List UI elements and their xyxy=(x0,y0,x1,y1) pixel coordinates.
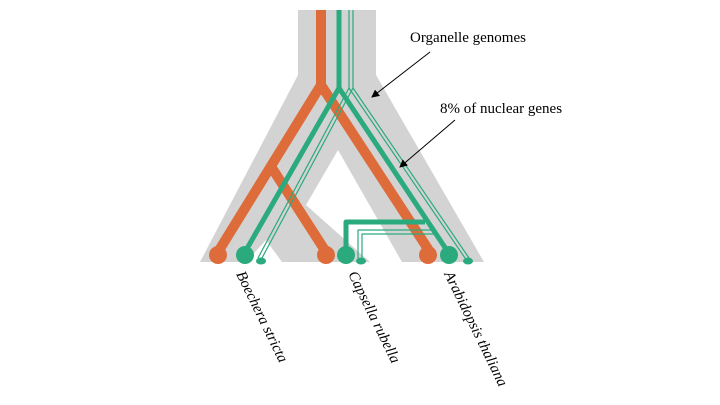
taxon-label-boechera: Boechera stricta xyxy=(232,269,290,366)
minority-line-b-inner xyxy=(352,87,470,259)
nuclear-genes-label: 8% of nuclear genes xyxy=(440,101,562,117)
nuclear-minority-lineage xyxy=(256,10,473,265)
organelle-lineage-right xyxy=(336,86,451,254)
annotation-arrows xyxy=(371,51,456,168)
minority-tip-capsella xyxy=(356,257,366,265)
organelle-tip-boechera xyxy=(236,246,254,264)
arrow-nuclear xyxy=(399,119,456,168)
nuclear-tip-arabidopsis xyxy=(419,246,437,264)
nuclear-lineage-middle xyxy=(267,165,331,255)
organelle-introgression xyxy=(343,219,425,252)
nuclear-tip-boechera xyxy=(209,246,227,264)
nuclear-tip-capsella xyxy=(317,246,335,264)
minority-introgression-inner xyxy=(361,233,438,258)
taxon-label-arabidopsis: Arabidopsis thaliana xyxy=(440,268,510,389)
organelle-tip-capsella xyxy=(337,246,355,264)
minority-tip-boechera xyxy=(256,257,266,265)
organelle-genomes-label: Organelle genomes xyxy=(410,30,526,46)
arrow-organelle xyxy=(371,51,431,98)
organelle-tip-arabidopsis xyxy=(440,246,458,264)
minority-tip-arabidopsis xyxy=(463,257,473,265)
taxon-label-capsella: Capsella rubella xyxy=(344,269,402,366)
organelle-lineage xyxy=(236,10,458,264)
minority-introgression-outer xyxy=(357,229,436,258)
minority-line-b-outer xyxy=(348,87,466,259)
